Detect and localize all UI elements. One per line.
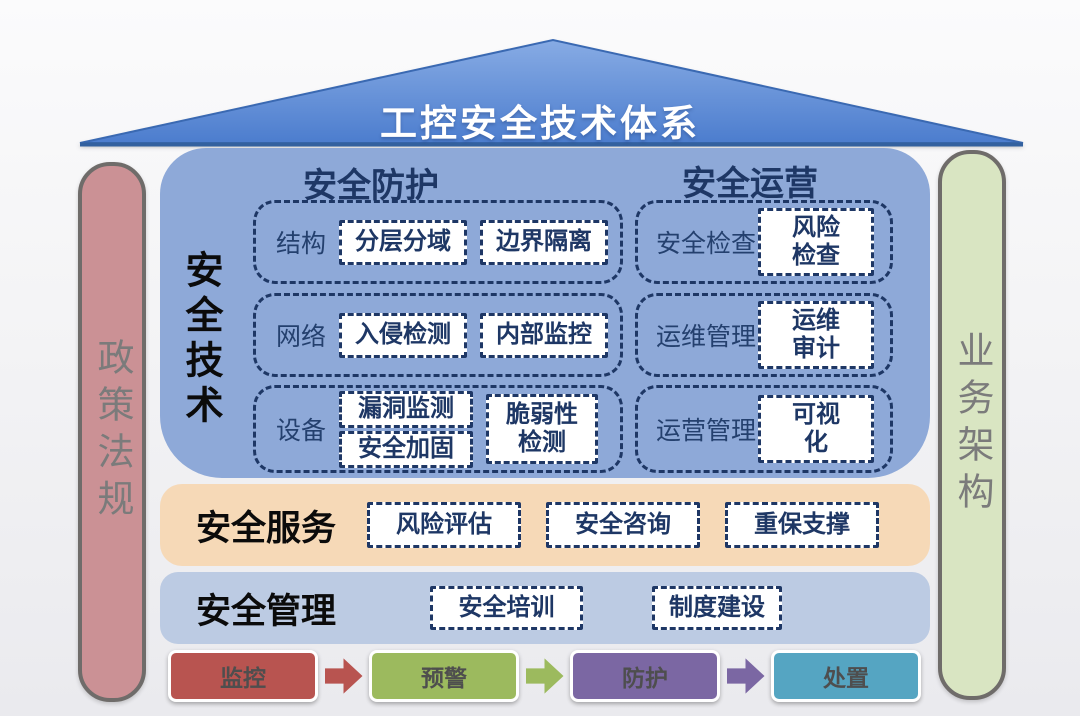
security-tech-panel: 安全技术 安全防护 安全运营 结构 分层分域 边界隔离 网络 入侵检测 内部监控… [160,148,930,478]
tech-box: 可视 化 [758,395,874,463]
tech-box: 运维 审计 [758,301,874,369]
tech-side-label: 安全技术 [179,250,221,430]
management-bar-label: 安全管理 [196,591,337,631]
operation-row-check: 安全检查 风险 检查 [635,200,893,284]
tech-box: 边界隔离 [480,219,609,265]
tech-box: 漏洞监测 [339,390,474,428]
service-bar-label: 安全服务 [196,508,337,548]
service-box: 重保支撑 [725,502,879,548]
arrow-right-icon [324,658,363,694]
diagram-title: 工控安全技术体系 [380,103,700,144]
security-service-bar: 安全服务 风险评估 安全咨询 重保支撑 [160,484,930,566]
arrow-right-icon [525,658,564,694]
security-management-bar: 安全管理 安全培训 制度建设 [160,572,930,644]
flow-step-monitor: 监控 [168,650,318,702]
protection-row-network: 网络 入侵检测 内部监控 [253,293,623,377]
roof-shape [79,38,1024,147]
row-label: 运维管理 [656,323,757,351]
protection-row-device: 设备 漏洞监测 安全加固 脆弱性 检测 [253,385,623,473]
row-label: 安全检查 [656,230,757,258]
flow-step-protect: 防护 [570,650,720,702]
stacked-boxes: 漏洞监测 安全加固 [339,390,474,468]
arrow-right-icon [726,658,765,694]
row-label: 网络 [276,323,327,351]
business-pillar: 业务架构 [938,150,1006,700]
flow-step-dispose: 处置 [771,650,921,702]
policy-pillar-label: 政策法规 [92,338,133,526]
protection-row-structure: 结构 分层分域 边界隔离 [253,200,623,284]
policy-pillar: 政策法规 [78,162,146,702]
tech-box: 安全加固 [339,430,474,468]
process-flow: 监控 预警 防护 处置 [168,650,921,702]
operation-row-ops: 运维管理 运维 审计 [635,293,893,377]
operation-row-mgmt: 运营管理 可视 化 [635,385,893,473]
row-label: 运营管理 [656,417,757,445]
service-box: 安全咨询 [546,502,700,548]
service-box: 风险评估 [367,502,521,548]
flow-step-warning: 预警 [369,650,519,702]
operation-header: 安全运营 [682,165,818,203]
management-box: 制度建设 [652,586,782,630]
row-label: 结构 [276,230,327,258]
tech-box: 分层分域 [339,219,468,265]
row-label: 设备 [276,417,327,445]
management-box: 安全培训 [430,586,583,630]
protection-header: 安全防护 [303,167,439,205]
tech-box: 入侵检测 [339,312,468,358]
tech-box: 脆弱性 检测 [486,394,599,464]
tech-box: 内部监控 [480,312,609,358]
business-pillar-label: 业务架构 [952,331,993,519]
tech-box: 风险 检查 [758,208,874,276]
